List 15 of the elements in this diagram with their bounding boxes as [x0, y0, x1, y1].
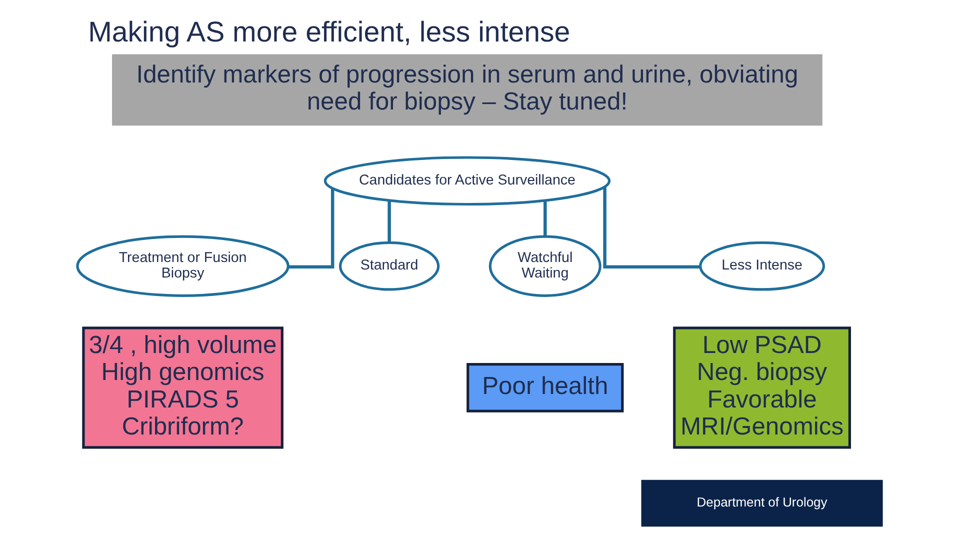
label: Department of Urology [696, 494, 828, 510]
connector [544, 200, 547, 236]
node-box: Poor health [466, 363, 624, 412]
connector [288, 188, 334, 269]
node-box: 3/4 , high volume High genomics PIRADS 5 Cribriform? [82, 326, 284, 449]
node-ellipse: Less Intense [699, 241, 826, 291]
node-ellipse: Standard [338, 241, 440, 291]
node-ellipse: Candidates for Active Surveillance [324, 156, 611, 206]
node-box: Low PSAD Neg. biopsy Favorable MRI/Genomics [673, 326, 851, 449]
connector [603, 187, 700, 269]
node-ellipse: Watchful Waiting [488, 235, 602, 297]
node-box: Identify markers of progression in serum and urine, obviating need for biopsy – Stay tuned! [112, 54, 822, 126]
node-ellipse: Treatment or Fusion Biopsy [76, 235, 290, 297]
diagram-title: Making AS more efficient, less intense [88, 16, 570, 48]
connector [388, 200, 391, 242]
